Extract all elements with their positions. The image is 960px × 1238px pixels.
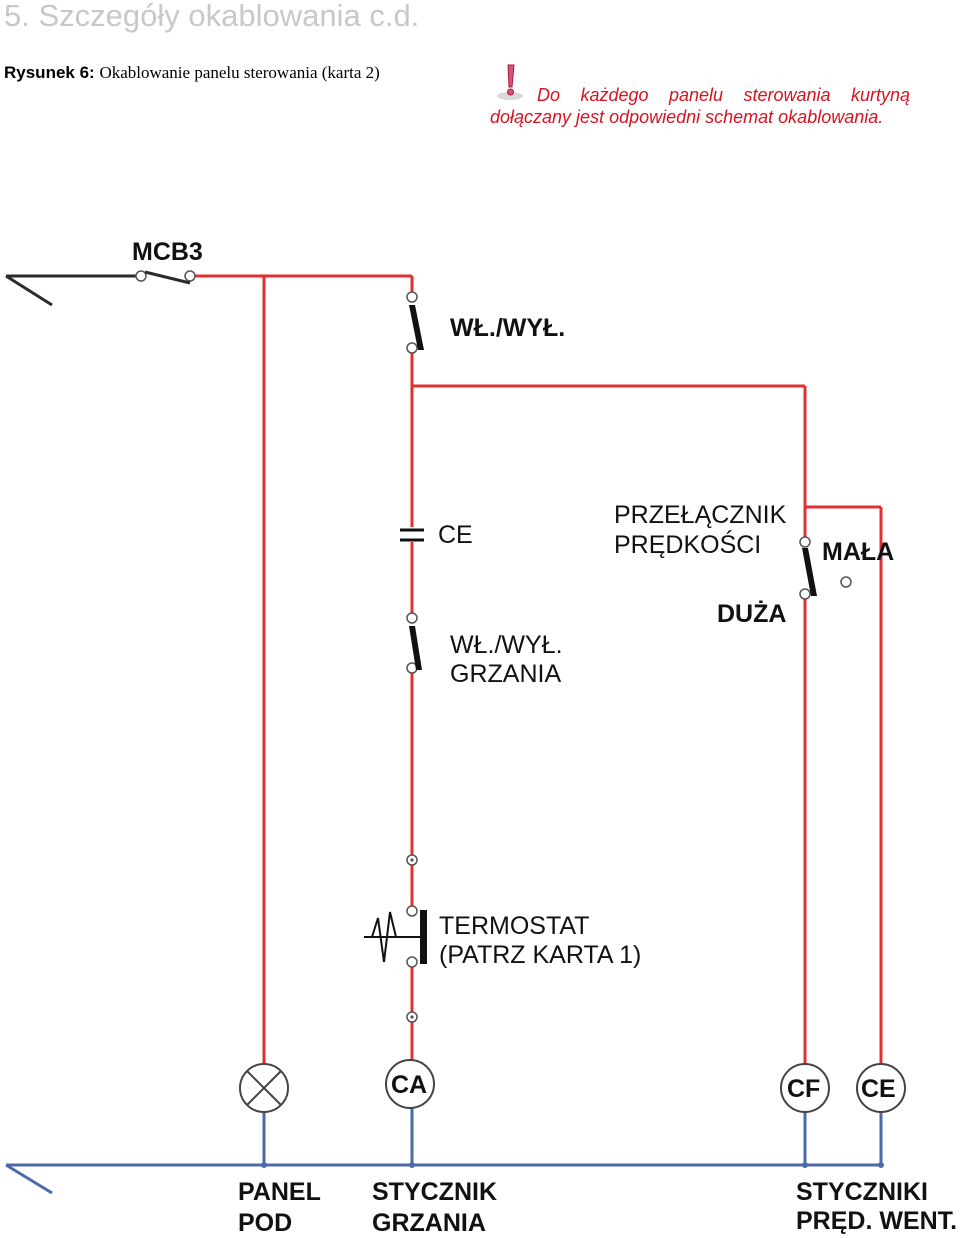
heat-switch-symbol (406, 612, 422, 674)
heat-switch-label-line1: WŁ./WYŁ. (450, 631, 563, 659)
warning-exclamation-icon (497, 64, 523, 100)
section-title: 5. Szczegóły okablowania c.d. (4, 0, 420, 33)
panel-lamp-symbol (239, 1063, 289, 1113)
ce-lamp-label: CE (861, 1075, 896, 1103)
neutral-wires (5, 1108, 883, 1195)
bottom-fan-label-line1: STYCZNIKI (796, 1178, 928, 1206)
wiring-note: Do każdego panelu sterowania kurtyną doł… (490, 85, 910, 127)
speed-high-label: DUŻA (717, 600, 787, 628)
figure-caption: Rysunek 6: Okablowanie panelu sterowania… (4, 62, 434, 84)
ce-lamp-symbol (856, 1063, 906, 1113)
speed-switch-label-line2: PRĘDKOŚCI (614, 531, 762, 559)
thermostat-label-line2: (PATRZ KARTA 1) (439, 941, 642, 969)
caption-label: Rysunek 6: (4, 63, 95, 82)
heat-switch-label-line2: GRZANIA (450, 660, 562, 688)
speed-low-label: MAŁA (822, 538, 895, 566)
cf-lamp-label: CF (787, 1075, 821, 1103)
bottom-contactor-label-line1: STYCZNIK (372, 1178, 497, 1206)
mcb3-label: MCB3 (132, 238, 203, 266)
ca-lamp-symbol (385, 1059, 435, 1109)
ce-capacitor-label: CE (438, 521, 473, 549)
ca-lamp-label: CA (391, 1071, 428, 1099)
thermostat-label-line1: TERMOSTAT (439, 912, 590, 940)
ce-capacitor-symbol (400, 528, 424, 542)
live-wires (190, 274, 883, 1064)
bottom-panel-label-line2: POD (238, 1209, 293, 1237)
thermostat-symbol (364, 854, 427, 1023)
main-onoff-switch-symbol (406, 291, 424, 354)
bottom-contactor-label-line2: GRZANIA (372, 1209, 486, 1237)
bottom-panel-label-line1: PANEL (238, 1178, 321, 1206)
speed-switch-label-line1: PRZEŁĄCZNIK (614, 501, 787, 529)
mcb3-breaker-symbol (5, 270, 196, 307)
caption-text: Okablowanie panelu sterowania (karta 2) (99, 63, 380, 82)
neutral-junctions (261, 1162, 884, 1168)
speed-switch-symbol (799, 536, 852, 600)
main-switch-label: WŁ./WYŁ. (450, 314, 566, 342)
cf-lamp-symbol (780, 1063, 830, 1113)
bottom-fan-label-line2: PRĘD. WENT. (796, 1207, 958, 1235)
